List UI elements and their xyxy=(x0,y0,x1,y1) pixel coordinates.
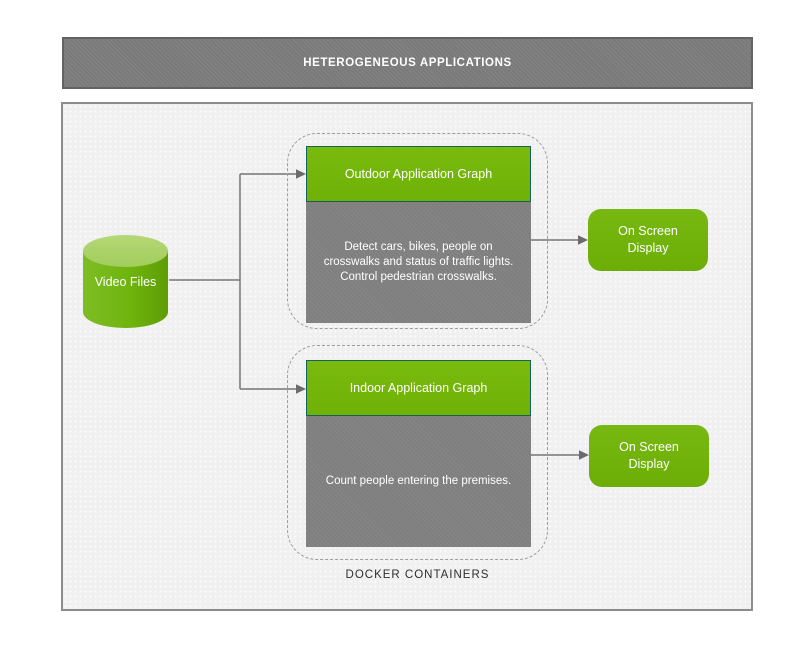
video-files-label: Video Files xyxy=(94,275,157,289)
docker-container-indoor: Indoor Application Graph Count people en… xyxy=(287,345,548,560)
heterogeneous-applications-banner: HETEROGENEOUS APPLICATIONS xyxy=(62,37,753,89)
outdoor-graph-title: Outdoor Application Graph xyxy=(344,167,493,181)
outdoor-graph-description: Detect cars, bikes, people on crosswalks… xyxy=(323,241,514,283)
docker-containers-caption: DOCKER CONTAINERS xyxy=(345,569,490,581)
outdoor-graph-body: Detect cars, bikes, people on crosswalks… xyxy=(306,202,531,323)
indoor-graph-description: Count people entering the premises. xyxy=(325,475,512,487)
docker-container-outdoor: Outdoor Application Graph Detect cars, b… xyxy=(287,133,548,329)
on-screen-display-indoor: On Screen Display xyxy=(589,425,709,487)
video-files-datastore: Video Files xyxy=(83,235,168,328)
on-screen-display-outdoor: On Screen Display xyxy=(588,209,708,271)
osd-indoor-label: On Screen Display xyxy=(619,440,679,471)
outdoor-graph-header: Outdoor Application Graph xyxy=(306,146,531,202)
osd-outdoor-label: On Screen Display xyxy=(618,224,678,255)
indoor-graph-header: Indoor Application Graph xyxy=(306,360,531,416)
cylinder-top xyxy=(83,235,168,267)
indoor-graph-body: Count people entering the premises. xyxy=(306,416,531,547)
banner-title: HETEROGENEOUS APPLICATIONS xyxy=(303,57,512,69)
indoor-graph-title: Indoor Application Graph xyxy=(349,381,488,395)
